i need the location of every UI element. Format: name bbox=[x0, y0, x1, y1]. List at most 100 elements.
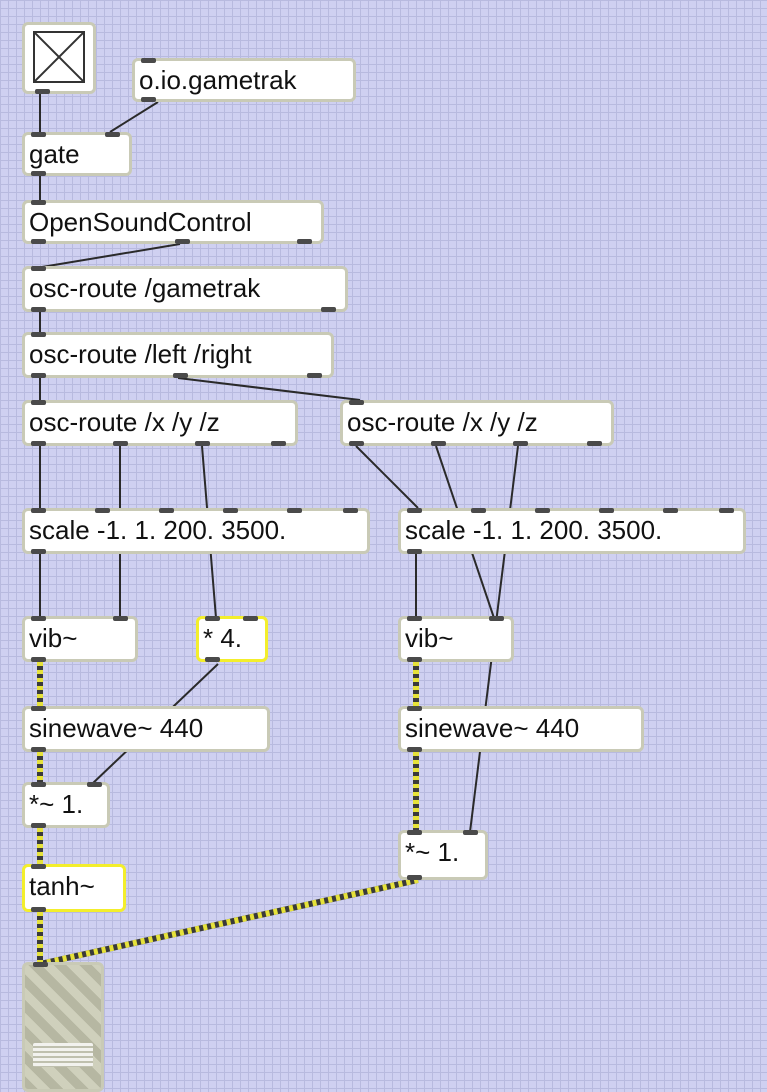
osc-route-xyz-right-object[interactable]: osc-route /x /y /z bbox=[340, 400, 614, 446]
inlet[interactable] bbox=[407, 616, 422, 621]
outlet[interactable] bbox=[31, 657, 46, 662]
outlet[interactable] bbox=[271, 441, 286, 446]
scale-left-object[interactable]: scale -1. 1. 200. 3500. bbox=[22, 508, 370, 554]
inlet[interactable] bbox=[141, 58, 156, 63]
osc-route-gametrak-object[interactable]: osc-route /gametrak bbox=[22, 266, 348, 312]
outlet[interactable] bbox=[31, 307, 46, 312]
inlet[interactable] bbox=[31, 616, 46, 621]
outlet[interactable] bbox=[31, 171, 46, 176]
outlet[interactable] bbox=[513, 441, 528, 446]
inlet[interactable] bbox=[407, 830, 422, 835]
gain-slider-icon[interactable] bbox=[33, 1043, 93, 1067]
vib-right-object[interactable]: vib~ bbox=[398, 616, 514, 662]
outlet[interactable] bbox=[175, 239, 190, 244]
outlet[interactable] bbox=[205, 657, 220, 662]
outlet[interactable] bbox=[173, 373, 188, 378]
osc-route-xyz-left-object[interactable]: osc-route /x /y /z bbox=[22, 400, 298, 446]
inlet[interactable] bbox=[159, 508, 174, 513]
outlet[interactable] bbox=[349, 441, 364, 446]
outlet[interactable] bbox=[407, 875, 422, 880]
inlet[interactable] bbox=[407, 508, 422, 513]
signal-multiply-right-object[interactable]: *~ 1. bbox=[398, 830, 488, 880]
inlet[interactable] bbox=[31, 706, 46, 711]
cord-lr-right[interactable] bbox=[177, 377, 361, 401]
outlet[interactable] bbox=[31, 239, 46, 244]
inlet[interactable] bbox=[113, 616, 128, 621]
object-text: * 4. bbox=[203, 623, 243, 653]
tanh-object[interactable]: tanh~ bbox=[22, 864, 126, 912]
osc-route-left-right-object[interactable]: osc-route /left /right bbox=[22, 332, 334, 378]
outlet[interactable] bbox=[31, 373, 46, 378]
outlet[interactable] bbox=[31, 747, 46, 752]
gate-object[interactable]: gate bbox=[22, 132, 132, 176]
inlet[interactable] bbox=[599, 508, 614, 513]
outlet[interactable] bbox=[431, 441, 446, 446]
cord-osc-route[interactable] bbox=[35, 243, 181, 269]
object-text: osc-route /x /y /z bbox=[29, 407, 220, 437]
inlet[interactable] bbox=[95, 508, 110, 513]
cord-gametrak-gate[interactable] bbox=[109, 101, 159, 133]
inlet[interactable] bbox=[663, 508, 678, 513]
inlet[interactable] bbox=[33, 962, 48, 967]
outlet[interactable] bbox=[587, 441, 602, 446]
toggle[interactable] bbox=[22, 22, 96, 94]
inlet[interactable] bbox=[31, 332, 46, 337]
inlet[interactable] bbox=[223, 508, 238, 513]
inlet[interactable] bbox=[105, 132, 120, 137]
inlet[interactable] bbox=[407, 706, 422, 711]
inlet[interactable] bbox=[535, 508, 550, 513]
object-text: osc-route /left /right bbox=[29, 339, 252, 369]
inlet[interactable] bbox=[719, 508, 734, 513]
object-text: gate bbox=[29, 139, 80, 169]
outlet[interactable] bbox=[407, 747, 422, 752]
inlet[interactable] bbox=[243, 616, 258, 621]
object-text: OpenSoundControl bbox=[29, 207, 252, 237]
inlet[interactable] bbox=[287, 508, 302, 513]
inlet[interactable] bbox=[489, 616, 504, 621]
outlet[interactable] bbox=[35, 89, 50, 94]
sinewave-left-object[interactable]: sinewave~ 440 bbox=[22, 706, 270, 752]
outlet[interactable] bbox=[321, 307, 336, 312]
inlet[interactable] bbox=[31, 508, 46, 513]
inlet[interactable] bbox=[463, 830, 478, 835]
outlet[interactable] bbox=[31, 823, 46, 828]
outlet[interactable] bbox=[407, 657, 422, 662]
inlet[interactable] bbox=[349, 400, 364, 405]
outlet[interactable] bbox=[31, 907, 46, 912]
inlet[interactable] bbox=[31, 132, 46, 137]
outlet[interactable] bbox=[307, 373, 322, 378]
gametrak-object[interactable]: o.io.gametrak bbox=[132, 58, 356, 102]
outlet[interactable] bbox=[297, 239, 312, 244]
inlet[interactable] bbox=[31, 400, 46, 405]
inlet[interactable] bbox=[343, 508, 358, 513]
inlet[interactable] bbox=[205, 616, 220, 621]
object-text: osc-route /x /y /z bbox=[347, 407, 538, 437]
inlet[interactable] bbox=[31, 266, 46, 271]
object-text: osc-route /gametrak bbox=[29, 273, 261, 303]
signal-cord-mul-gain[interactable] bbox=[39, 877, 419, 967]
outlet[interactable] bbox=[141, 97, 156, 102]
object-text: scale -1. 1. 200. 3500. bbox=[405, 515, 663, 545]
vib-left-object[interactable]: vib~ bbox=[22, 616, 138, 662]
outlet[interactable] bbox=[31, 441, 46, 446]
inlet[interactable] bbox=[471, 508, 486, 513]
opensoundcontrol-object[interactable]: OpenSoundControl bbox=[22, 200, 324, 244]
object-text: vib~ bbox=[29, 623, 78, 653]
object-text: o.io.gametrak bbox=[139, 65, 297, 95]
gain-slider[interactable] bbox=[22, 962, 104, 1092]
inlet[interactable] bbox=[31, 782, 46, 787]
signal-multiply-left-object[interactable]: *~ 1. bbox=[22, 782, 110, 828]
scale-right-object[interactable]: scale -1. 1. 200. 3500. bbox=[398, 508, 746, 554]
multiply-4-object[interactable]: * 4. bbox=[196, 616, 268, 662]
object-text: tanh~ bbox=[29, 871, 95, 901]
outlet[interactable] bbox=[113, 441, 128, 446]
outlet[interactable] bbox=[31, 549, 46, 554]
outlet[interactable] bbox=[195, 441, 210, 446]
cord-xr-scale[interactable] bbox=[355, 445, 419, 509]
inlet[interactable] bbox=[31, 864, 46, 869]
object-text: scale -1. 1. 200. 3500. bbox=[29, 515, 287, 545]
sinewave-right-object[interactable]: sinewave~ 440 bbox=[398, 706, 644, 752]
outlet[interactable] bbox=[407, 549, 422, 554]
inlet[interactable] bbox=[87, 782, 102, 787]
inlet[interactable] bbox=[31, 200, 46, 205]
